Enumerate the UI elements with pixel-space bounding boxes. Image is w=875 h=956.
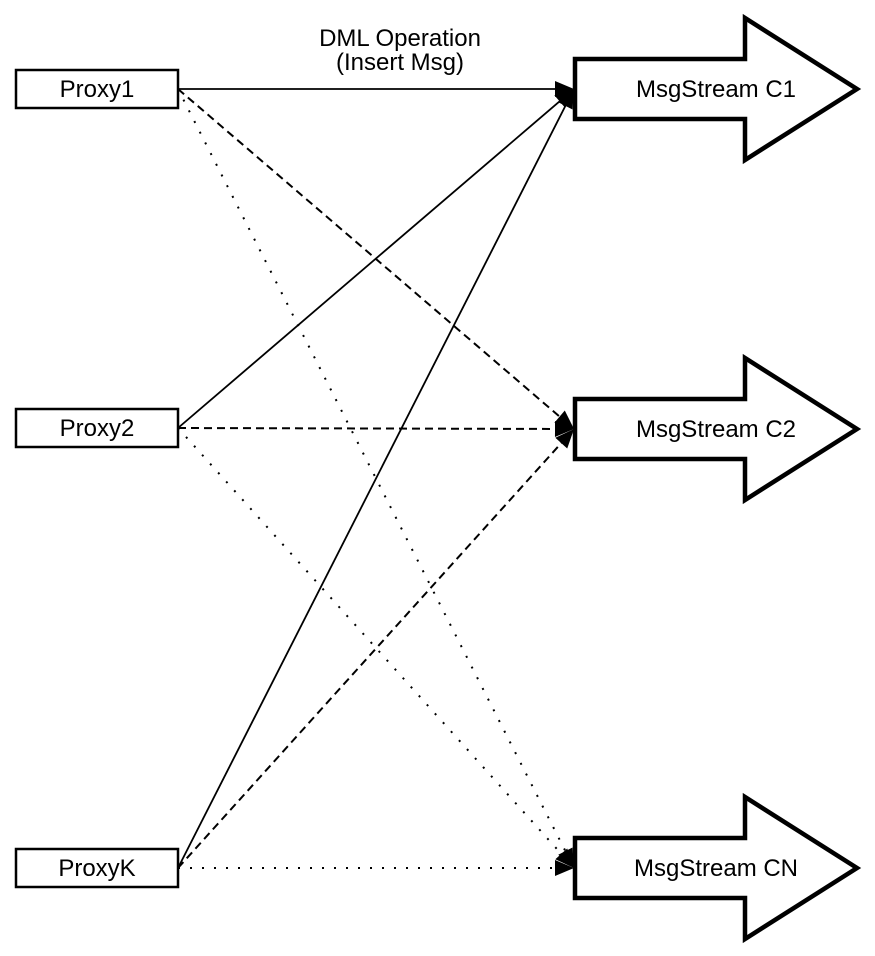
proxy-label-proxyk: ProxyK [58,855,135,882]
edge-proxyk-c2 [177,429,574,869]
stream-arrow-shape-c2 [572,353,862,505]
edge-caption-line1: DML Operation [319,25,481,52]
edge-line-dashed [177,427,558,430]
proxy-node-proxy2: Proxy2 [14,407,180,449]
edge-line-dashed [177,88,562,419]
edge-proxy1-c1 [178,81,574,97]
stream-label-c1: MsgStream C1 [636,76,796,103]
stream-arrow-shape-c1 [572,13,862,165]
edge-line-dotted [177,88,568,854]
arrowhead-icon [554,410,574,429]
edge-line-solid [177,103,568,869]
stream-arrow-cn: MsgStream CN [572,792,862,944]
edge-proxyk-c1 [177,89,574,869]
arrowhead-icon [555,860,574,876]
proxy-box-proxy1 [14,68,180,110]
edge-line-dashed [177,440,564,869]
proxy-node-proxyk: ProxyK [14,847,180,889]
caption-layer: DML Operation (Insert Msg) [319,25,481,76]
proxy-label-proxy1: Proxy1 [60,76,135,103]
edge-proxyk-cn [178,860,574,876]
edge-line-dotted [177,427,564,857]
nodes-layer: MsgStream C1 MsgStream C2 MsgStream CN Prox… [14,13,862,944]
arrowhead-icon [555,81,574,97]
arrowhead-icon [558,89,574,110]
edge-line-solid [177,99,562,429]
stream-arrow-shape-cn [572,792,862,944]
stream-arrow-c1: MsgStream C1 [572,13,862,165]
stream-arrow-c2: MsgStream C2 [572,353,862,505]
edge-caption-line2: (Insert Msg) [336,49,464,76]
proxy-label-proxy2: Proxy2 [60,415,135,442]
arrowhead-icon [555,429,574,449]
proxy-node-proxy1: Proxy1 [14,68,180,110]
edge-proxy2-c2 [177,420,574,437]
stream-label-cn: MsgStream CN [634,855,798,882]
edge-proxy2-cn [177,427,574,868]
arrowhead-icon [555,848,574,868]
edges-layer [177,81,574,876]
stream-label-c2: MsgStream C2 [636,416,796,443]
arrowhead-icon [554,420,574,437]
edge-proxy1-c2 [177,88,574,429]
